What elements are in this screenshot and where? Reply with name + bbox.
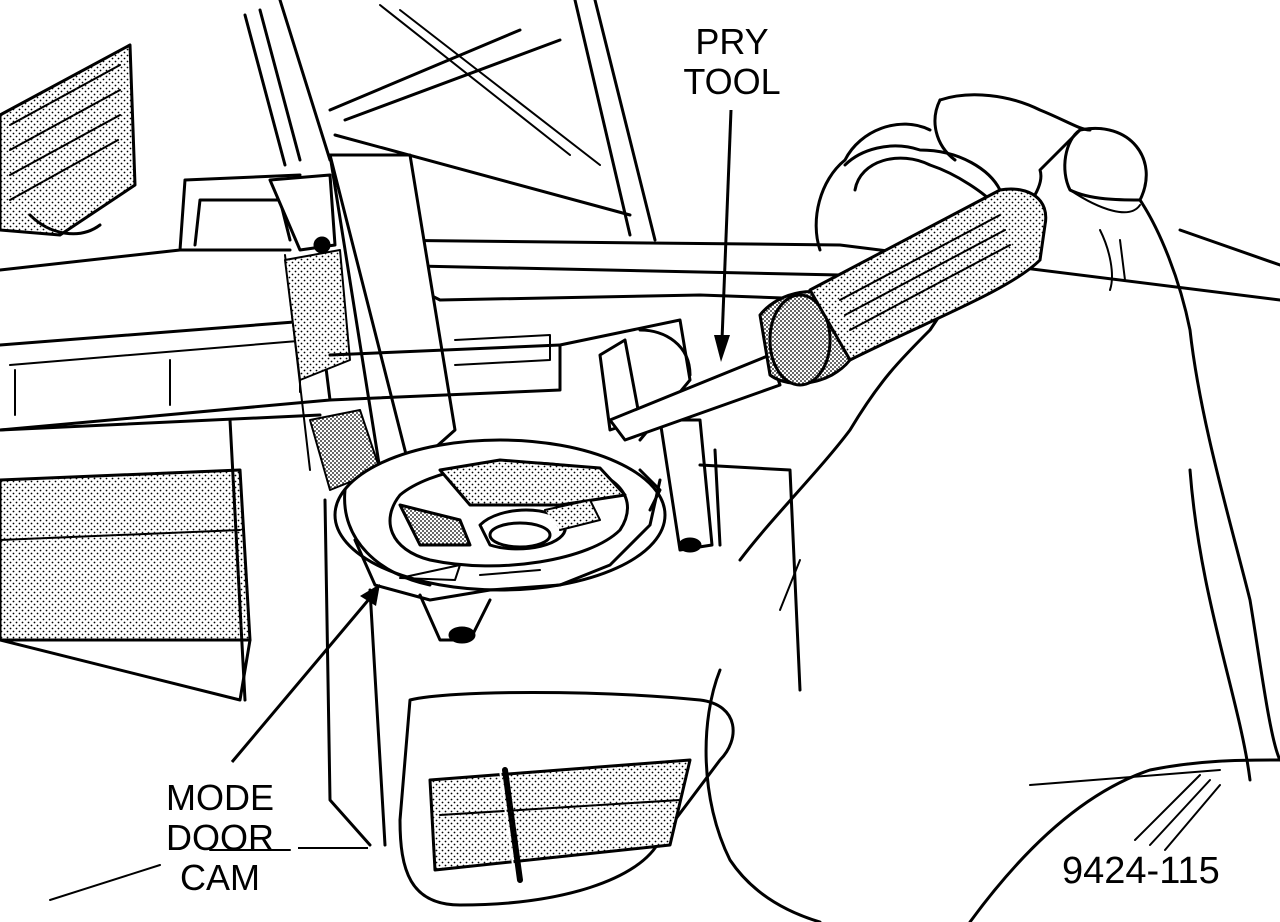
- mode-door-cam-label-line-3: CAM: [180, 857, 260, 898]
- windshield-frame: [243, 0, 657, 242]
- upper-left-vent: [0, 43, 137, 237]
- pry-tool-arrowhead: [714, 335, 730, 362]
- pry-tool-leader: [720, 109, 733, 341]
- pry-tool-label-line-2: TOOL: [683, 61, 781, 102]
- mode-door-cam-label-line-2: DOOR: [166, 817, 274, 858]
- mode-door-cam-part: [333, 418, 714, 644]
- figure-number: 9424-115: [1062, 850, 1220, 892]
- mode-door-cam-arrowhead: [360, 584, 380, 606]
- leader-lines: [230, 109, 733, 849]
- dash-panel: [0, 173, 1280, 432]
- pry-tool-label-line-1: PRY: [695, 21, 769, 62]
- heater-housing: [323, 448, 802, 847]
- mode-door-cam-label: MODE DOOR CAM: [150, 778, 290, 898]
- pry-tool-label: PRY TOOL: [672, 22, 792, 102]
- floor-outlet-duct: [398, 691, 735, 907]
- lower-left-housing: [0, 418, 252, 702]
- mode-door-cam-leader: [230, 597, 372, 763]
- mode-door-cam-label-line-1: MODE: [166, 777, 274, 818]
- technician-hand: [704, 93, 1280, 922]
- mounting-bracket: [268, 153, 457, 491]
- pry-tool: [608, 187, 1048, 442]
